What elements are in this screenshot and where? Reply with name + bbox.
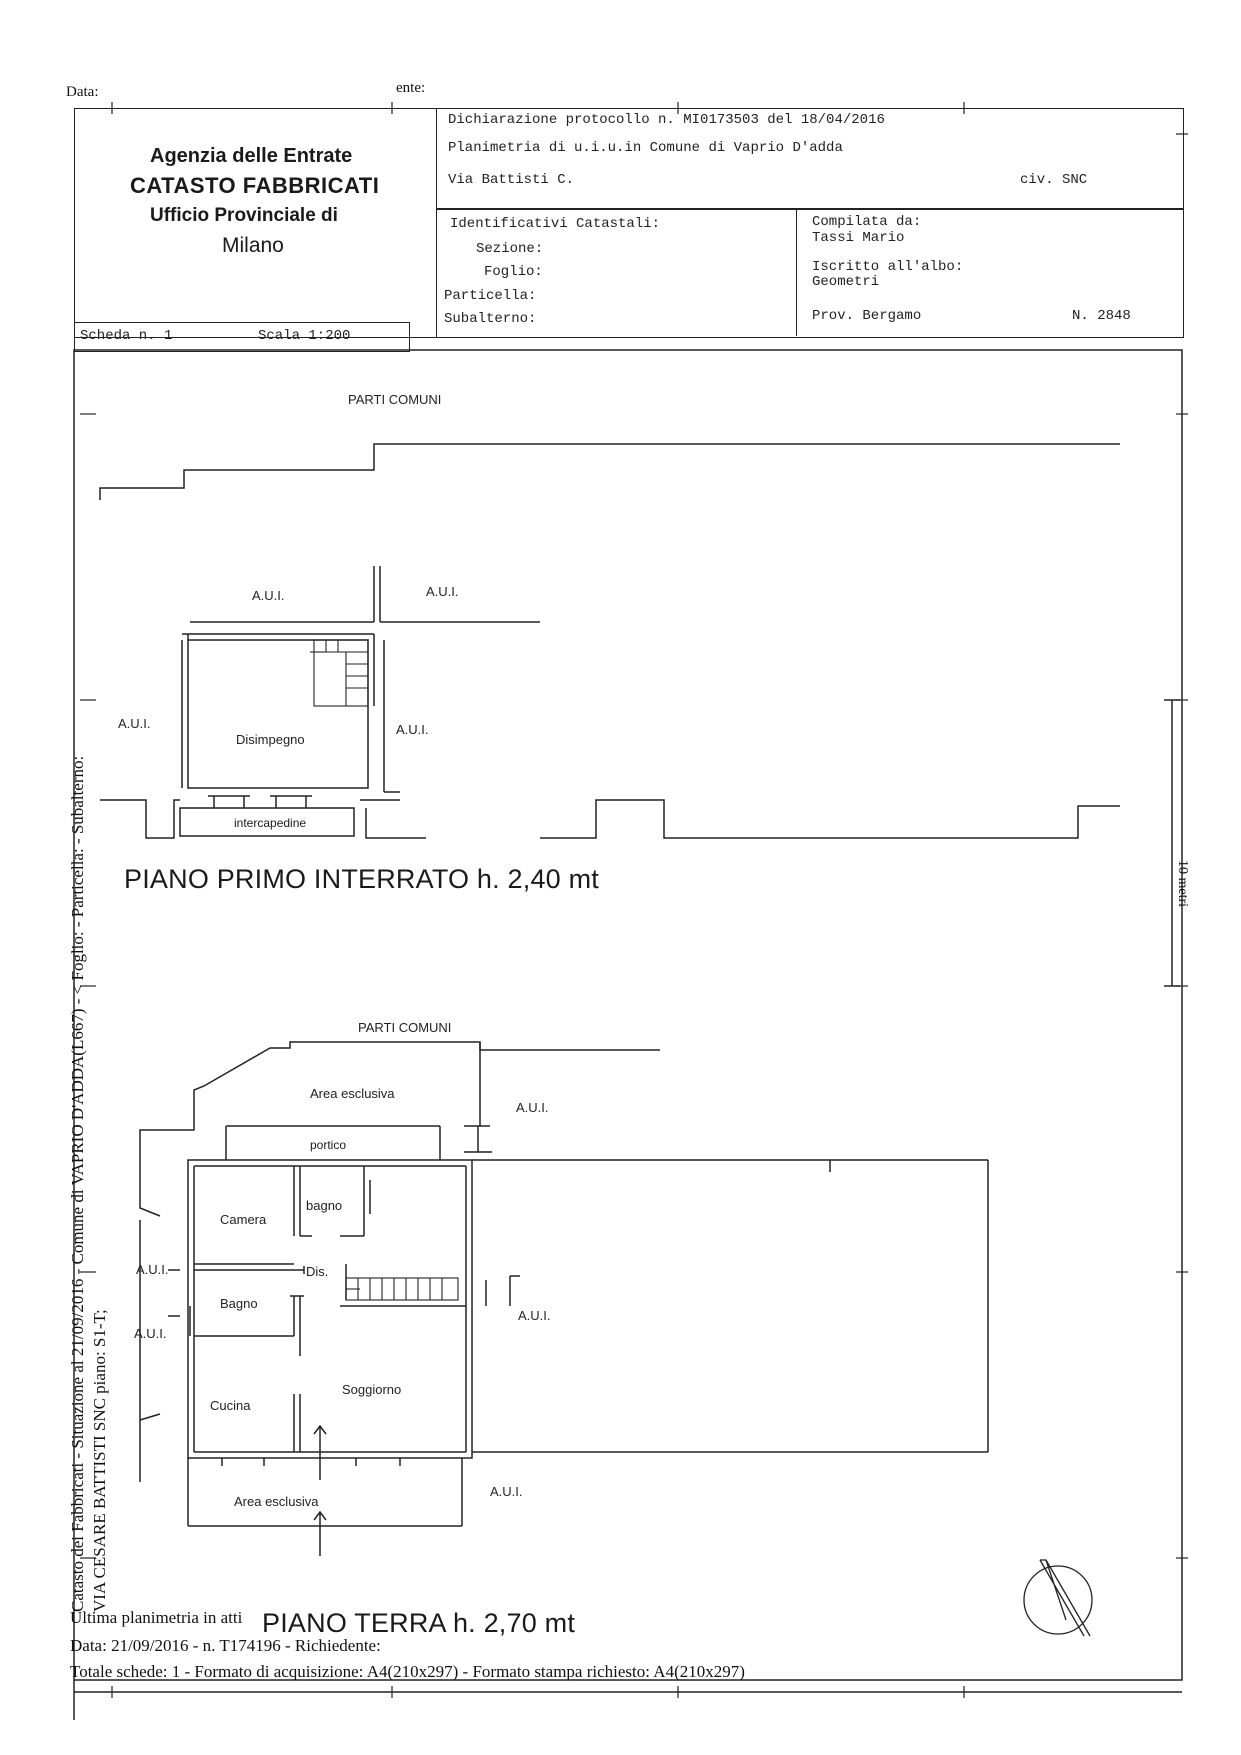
room-portico: portico [310, 1138, 347, 1152]
albo-name: Geometri [812, 274, 880, 290]
office-city: Milano [222, 234, 284, 257]
ground-plan [139, 1041, 989, 1556]
room-dis: Dis. [306, 1264, 329, 1279]
iscritto-label: Iscritto all'albo: [812, 259, 964, 275]
scale-bar-label: 10 metri [1175, 860, 1190, 908]
frame-ticks [80, 102, 1188, 1698]
side-stamp-address: VIA CESARE BATTISTI SNC piano: S1-T; [90, 1309, 109, 1612]
header-divider [796, 208, 797, 336]
ground-parti-comuni: PARTI COMUNI [358, 1020, 452, 1035]
header-right-bottom [436, 208, 1184, 338]
basement-title: PIANO PRIMO INTERRATO h. 2,40 mt [124, 864, 599, 894]
room-bagno-small: bagno [306, 1198, 343, 1213]
basement-stairs [310, 639, 369, 707]
room-camera: Camera [220, 1212, 267, 1227]
ground-aui-4: A.U.I. [134, 1326, 167, 1341]
requester-label: ente: [396, 80, 426, 96]
footer-data-line: Data: 21/09/2016 - n. T174196 - Richiede… [70, 1636, 381, 1655]
area-esclusiva-top: Area esclusiva [310, 1086, 395, 1101]
room-cucina: Cucina [210, 1398, 251, 1413]
scheda-number: Scheda n. 1 [80, 328, 173, 344]
basement-aui-3: A.U.I. [118, 716, 151, 731]
identificativi-label: Identificativi Catastali: [450, 216, 661, 232]
civico-line: civ. SNC [1020, 172, 1088, 188]
via-line: Via Battisti C. [448, 172, 575, 188]
catasto-title: CATASTO FABBRICATI [130, 173, 380, 198]
scala-value: Scala 1:200 [258, 328, 351, 344]
dichiarazione-line: Dichiarazione protocollo n. MI0173503 de… [448, 112, 885, 128]
scheda-box [74, 322, 410, 352]
room-soggiorno: Soggiorno [342, 1382, 402, 1397]
albo-number: N. 2848 [1072, 308, 1131, 324]
north-arrow-icon [1023, 1559, 1093, 1637]
header-right-top [436, 108, 1184, 210]
ground-aui-3: A.U.I. [518, 1308, 551, 1323]
side-stamp-catasto: Catasto dei Fabbricati - Situazione al 2… [68, 755, 87, 1612]
foglio-label: Foglio: [484, 264, 543, 280]
footer-ultima-planimetria: Ultima planimetria in atti [70, 1608, 243, 1627]
agency-name: Agenzia delle Entrate [150, 145, 353, 167]
room-disimpegno: Disimpegno [236, 732, 305, 747]
basement-aui-4: A.U.I. [396, 722, 429, 737]
basement-aui-1: A.U.I. [252, 588, 285, 603]
ground-aui-2: A.U.I. [136, 1262, 169, 1277]
ground-title: PIANO TERRA h. 2,70 mt [262, 1608, 576, 1638]
particella-label: Particella: [444, 288, 537, 304]
drawing-frame [73, 349, 1183, 1681]
scale-bar [1164, 699, 1180, 987]
ground-stairs [345, 1277, 459, 1301]
provincia: Prov. Bergamo [812, 308, 922, 324]
room-bagno: Bagno [220, 1296, 258, 1311]
planimetria-line: Planimetria di u.i.u.in Comune di Vaprio… [448, 140, 843, 156]
compilata-label: Compilata da: [812, 214, 922, 230]
ground-aui-1: A.U.I. [516, 1100, 549, 1115]
ground-aui-5: A.U.I. [490, 1484, 523, 1499]
subalterno-label: Subalterno: [444, 311, 537, 327]
compilatore-name: Tassi Mario [812, 230, 905, 246]
basement-parti-comuni: PARTI COMUNI [348, 392, 442, 407]
office-name: Ufficio Provinciale di [150, 205, 338, 226]
sezione-label: Sezione: [476, 241, 544, 257]
footer-totale-schede: Totale schede: 1 - Formato di acquisizio… [70, 1662, 745, 1681]
area-esclusiva-bottom: Area esclusiva [234, 1494, 319, 1509]
date-label: Data: [66, 84, 99, 100]
basement-plan [99, 443, 1120, 839]
basement-aui-2: A.U.I. [426, 584, 459, 599]
room-intercapedine: intercapedine [234, 816, 307, 830]
